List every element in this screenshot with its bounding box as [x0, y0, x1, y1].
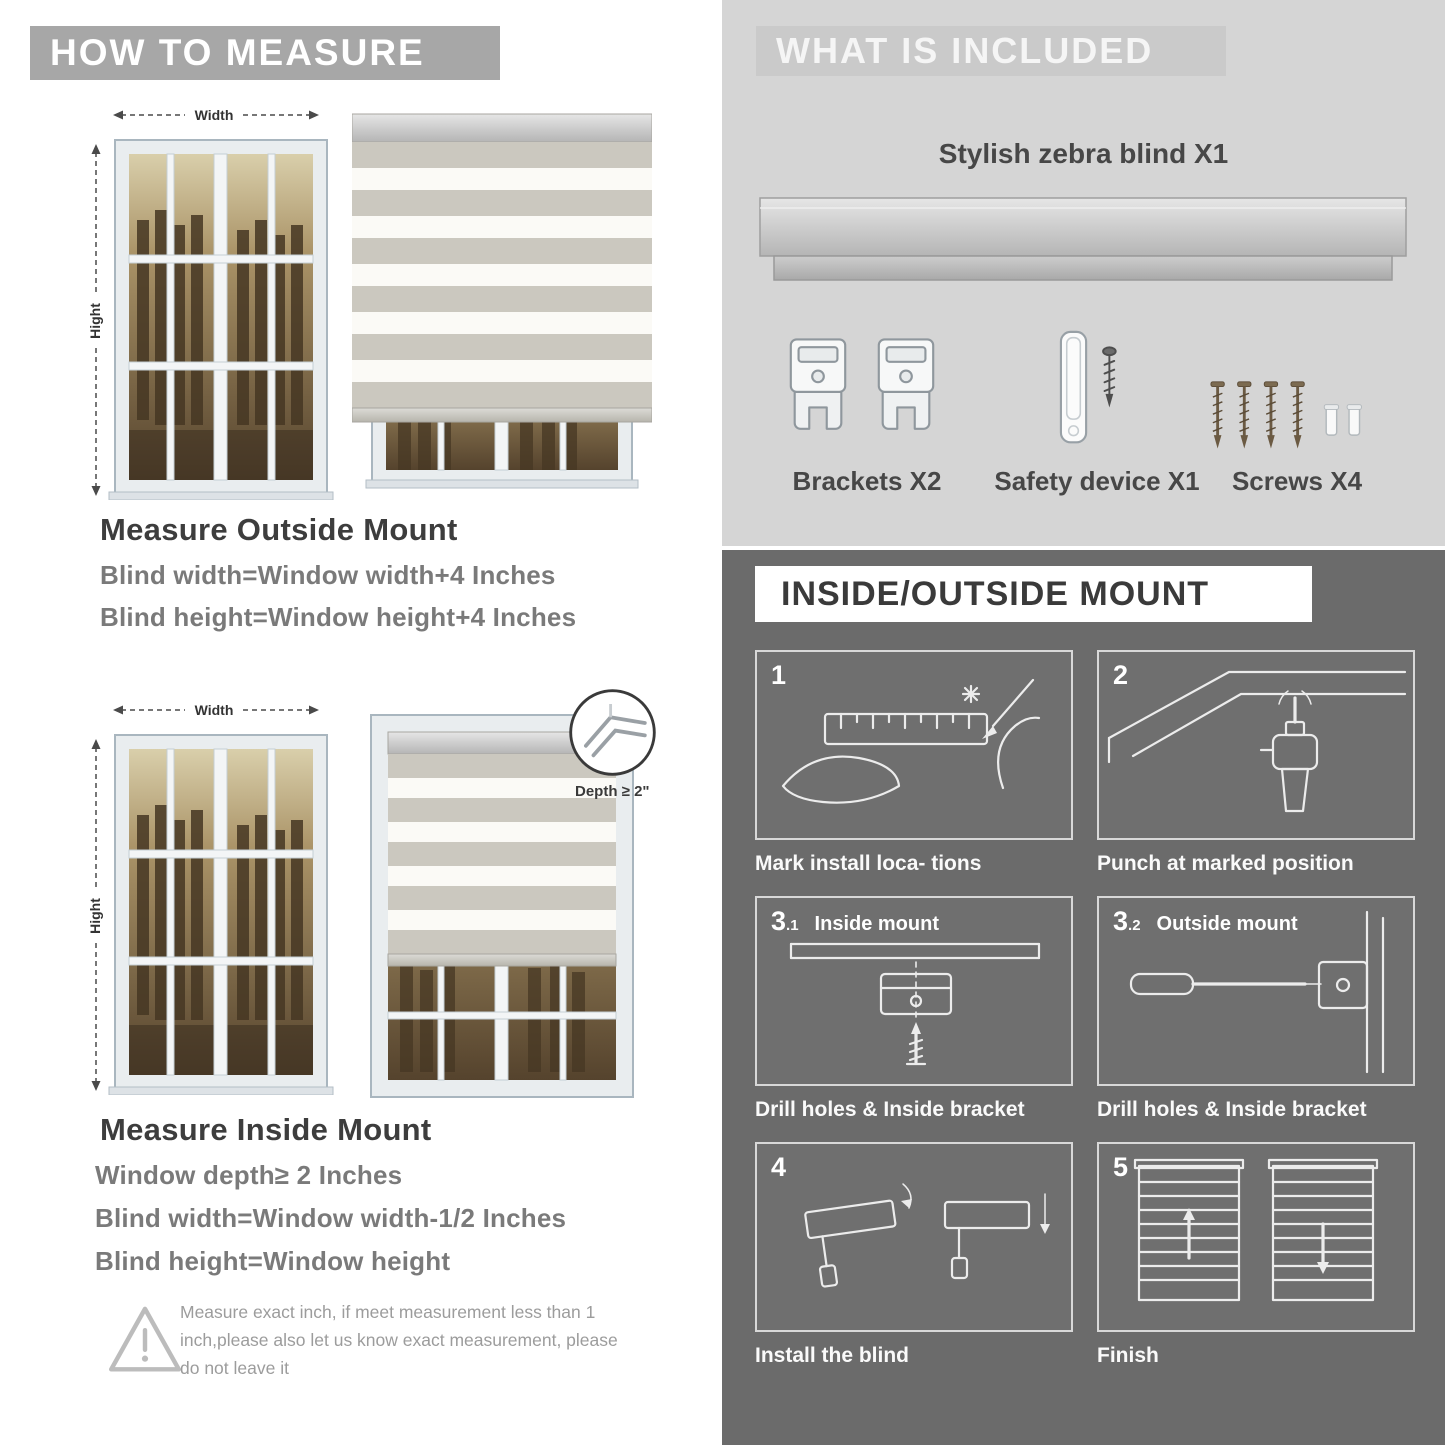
zebra-blind-inside-diagram — [370, 714, 634, 1098]
mount-guide-section: INSIDE/OUTSIDE MOUNT 1 — [722, 550, 1445, 1445]
mount-guide-banner: INSIDE/OUTSIDE MOUNT — [755, 566, 1312, 622]
step-caption-3-2: Drill holes & Inside bracket — [1097, 1098, 1367, 1121]
step-number-sub: .1 — [786, 917, 799, 934]
how-to-measure-banner: HOW TO MEASURE — [30, 26, 500, 80]
width-arrow-label: Width — [195, 107, 234, 123]
what-is-included-banner: WHAT IS INCLUDED — [756, 26, 1226, 76]
mount-step-3-1: 3.1 Inside mount — [755, 896, 1073, 1122]
safety-device-icon — [1059, 330, 1117, 444]
bracket-icon — [789, 338, 847, 430]
window-measure-diagram-outside: Width Hight — [87, 107, 334, 500]
safety-device-label: Safety device X1 — [994, 466, 1200, 496]
step-number: 3 — [771, 906, 787, 936]
mount-steps-grid: 1 — [755, 650, 1415, 1368]
warning-triangle-icon — [109, 1306, 181, 1372]
outside-mount-line-1: Blind width=Window width+4 Inches — [100, 560, 556, 590]
step-number-sub: .2 — [1128, 917, 1141, 934]
measurement-note: Measure exact inch, if meet measurement … — [180, 1302, 618, 1378]
mount-step-3-2: 3.2 Outside mount Drill holes & Inside br… — [1097, 896, 1415, 1122]
step-inner-label: Inside mount — [814, 913, 939, 935]
height-arrow-label: Hight — [87, 303, 103, 339]
step-panel-5: 5 — [1097, 1142, 1415, 1332]
outside-mount-title: Measure Outside Mount — [100, 512, 458, 547]
step-number: 4 — [771, 1152, 787, 1182]
inside-bracket-illustration — [789, 942, 1041, 1066]
headrail-illustration — [759, 197, 1407, 281]
window-measure-diagram-inside: Width Hight — [87, 702, 334, 1095]
mount-step-4: 4 — [755, 1142, 1073, 1368]
inside-mount-line-3: Blind height=Window height — [95, 1246, 451, 1276]
zebra-blind-outside-diagram — [352, 113, 652, 489]
inside-mount-line-2: Blind width=Window width-1/2 Inches — [95, 1203, 567, 1233]
wall-anchor-icon — [1346, 404, 1362, 436]
step-panel-3-1: 3.1 Inside mount — [755, 896, 1073, 1086]
wall-anchor-icon — [1323, 404, 1340, 436]
brackets-label: Brackets X2 — [792, 466, 942, 496]
step-number: 5 — [1113, 1152, 1129, 1182]
drill-illustration — [1107, 670, 1407, 813]
step-panel-1: 1 — [755, 650, 1073, 840]
depth-callout-circle — [569, 689, 656, 776]
step-caption-4: Install the blind — [755, 1344, 910, 1367]
step-caption-5: Finish — [1097, 1344, 1159, 1367]
width-arrow-label: Width — [195, 702, 234, 718]
step-caption-3-1: Drill holes & Inside bracket — [755, 1098, 1025, 1121]
mount-step-1: 1 — [755, 650, 1073, 876]
mount-step-2: 2 Punch at marked po — [1097, 650, 1415, 876]
what-is-included-section: WHAT IS INCLUDED Stylish zebra blind X1 — [722, 0, 1445, 546]
install-blind-illustration — [804, 1183, 1050, 1288]
step-number: 1 — [771, 660, 787, 690]
outside-mount-line-2: Blind height=Window height+4 Inches — [100, 602, 577, 632]
step-inner-label: Outside mount — [1156, 913, 1298, 935]
finish-illustration — [1133, 1158, 1379, 1302]
mount-step-5: 5 — [1097, 1142, 1415, 1368]
screws-icon — [1210, 381, 1362, 449]
inside-mount-line-1: Window depth≥ 2 Inches — [95, 1160, 403, 1190]
step-panel-3-2: 3.2 Outside mount — [1097, 896, 1415, 1086]
product-label: Stylish zebra blind X1 — [938, 138, 1229, 169]
outside-bracket-illustration — [1129, 910, 1385, 1074]
step-number: 3 — [1113, 906, 1129, 936]
inside-mount-title: Measure Inside Mount — [100, 1112, 432, 1147]
depth-callout-label: Depth ≥ 2" — [575, 783, 650, 800]
step-number: 2 — [1113, 660, 1129, 690]
step-panel-4: 4 — [755, 1142, 1073, 1332]
step-caption-2: Punch at marked position — [1097, 852, 1354, 875]
step-panel-2: 2 — [1097, 650, 1415, 840]
step-caption-1: Mark install loca- tions — [755, 852, 982, 875]
screws-label: Screws X4 — [1231, 466, 1363, 496]
height-arrow-label: Hight — [87, 898, 103, 934]
mark-locations-illustration — [781, 678, 1041, 804]
bracket-icon — [877, 338, 935, 430]
